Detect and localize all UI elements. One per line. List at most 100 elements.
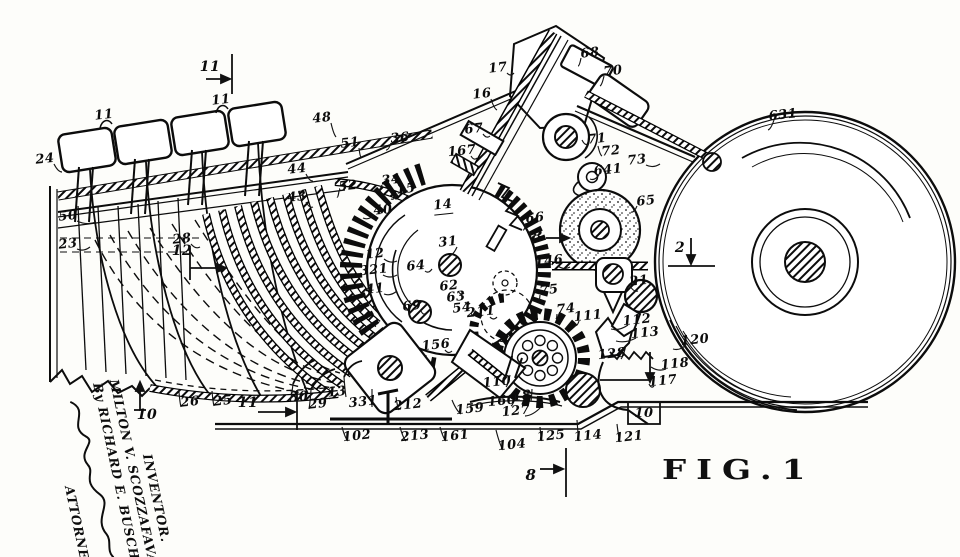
ref-label-17-19: 17 <box>487 59 509 77</box>
ref-label-66-30: 66 <box>524 209 546 227</box>
ref-label-64-47: 64 <box>405 257 427 275</box>
ref-label-110-55: 110 <box>481 373 513 392</box>
leader-121-75 <box>616 423 621 443</box>
ref-label-8-31: 8 <box>531 226 543 246</box>
leader-159-59 <box>451 399 462 415</box>
ref-label-8-77: 8 <box>525 466 537 485</box>
ref-label-631-29: 631 <box>767 106 799 125</box>
ref-label-11-4: 11 <box>210 91 232 109</box>
ref-label-44-9: 44 <box>286 160 308 178</box>
ref-label-321-45: 321 <box>358 261 390 280</box>
leader-63-50 <box>464 301 471 306</box>
leader-213-70 <box>399 426 407 442</box>
carriage-assembly <box>345 24 722 231</box>
leader-69-51 <box>420 310 427 315</box>
ref-label-111-37: 111 <box>572 307 604 326</box>
leader-25-66 <box>211 390 215 407</box>
leader-28-6 <box>190 243 201 249</box>
ref-label-213-70: 213 <box>399 427 431 446</box>
leader-72-25 <box>597 145 603 157</box>
leader-40-15 <box>362 214 375 220</box>
leader-117-42 <box>648 383 655 388</box>
ref-label-113-39: 113 <box>629 324 661 343</box>
ref-label-11-67: 11 <box>237 395 259 412</box>
leader-26-65 <box>178 391 182 408</box>
ref-label-73-26: 73 <box>626 151 648 169</box>
figure-title: FIG.1 <box>662 454 816 486</box>
ref-label-12-44: 12 <box>364 245 386 263</box>
ref-label-331-61: 331 <box>347 393 379 412</box>
ref-label-120-43: 120 <box>679 331 711 350</box>
leader-21-34 <box>629 285 639 292</box>
escapement-brackets <box>149 312 654 425</box>
ref-label-36-11: 36 <box>389 129 411 147</box>
ref-label-24-0: 24 <box>34 150 56 168</box>
leader-167-21 <box>470 155 478 160</box>
leader-160-56 <box>510 394 517 407</box>
leader-36-11 <box>385 142 392 151</box>
leader-34-12 <box>376 184 383 191</box>
leader-113-39 <box>615 337 637 343</box>
ref-label-67-20: 67 <box>463 120 485 138</box>
ref-label-50-1: 50 <box>57 207 79 225</box>
leader-111-37 <box>574 320 580 327</box>
leader-54-52 <box>470 312 476 317</box>
ref-label-68-22: 68 <box>579 44 601 62</box>
ref-label-30-64: 30 <box>288 388 310 406</box>
ref-label-104-72: 104 <box>496 436 528 455</box>
leader-30-64 <box>289 383 294 403</box>
ref-label-167-21: 167 <box>446 142 478 161</box>
leader-68-22 <box>577 57 582 67</box>
drive-wheel-group <box>552 162 659 338</box>
ref-label-29-63: 29 <box>307 395 329 413</box>
ref-label-13-62: 13 <box>326 383 348 401</box>
leader-29-63 <box>308 389 312 410</box>
typebar-fan <box>202 162 437 400</box>
leader-48-8 <box>330 122 337 138</box>
leader-110-55 <box>505 374 511 388</box>
ref-label-11-5: 11 <box>199 59 221 76</box>
platen-disc <box>653 110 957 414</box>
leader-43-14 <box>305 201 314 208</box>
ref-label-48-8: 48 <box>311 109 333 127</box>
leader-125-73 <box>539 426 543 442</box>
leader-120-43 <box>672 344 687 351</box>
base-bar <box>215 400 868 430</box>
leader-66-30 <box>522 222 527 231</box>
leader-212-60 <box>395 396 400 411</box>
leader-65-28 <box>630 205 638 213</box>
ref-label-65-28: 65 <box>635 192 657 210</box>
leader-127-58 <box>524 406 542 417</box>
leader-13-62 <box>343 376 347 398</box>
ref-label-75-35: 75 <box>538 281 560 299</box>
leader-18-57 <box>530 388 533 402</box>
ref-label-51-10: 51 <box>339 134 361 152</box>
leader-114-74 <box>576 419 580 442</box>
ref-label-125-73: 125 <box>535 427 567 446</box>
ref-label-117-42: 117 <box>647 372 679 391</box>
ref-label-641-27: 641 <box>592 161 624 180</box>
leader-71-24 <box>581 139 589 146</box>
leader-52-13 <box>336 190 340 198</box>
ref-label-11-3: 11 <box>93 106 115 124</box>
leader-23-2 <box>76 246 91 251</box>
leader-75-35 <box>538 294 541 301</box>
leader-44-9 <box>305 173 314 182</box>
keyboard-frame <box>49 129 433 398</box>
signature-block: INVENTOR. MILTON V. SCOZZAFAVA By RICHAR… <box>41 374 187 557</box>
leader-17-19 <box>506 72 515 76</box>
ref-label-161-71: 161 <box>439 427 471 446</box>
ref-label-118-41: 118 <box>659 355 691 374</box>
ref-label-128-40: 128 <box>596 345 628 364</box>
leader-24-0 <box>53 163 63 173</box>
leader-146-32 <box>557 265 571 270</box>
ref-label-23-2: 23 <box>57 235 79 253</box>
leader-128-40 <box>620 344 627 360</box>
ref-label-40-15: 40 <box>372 201 394 219</box>
ref-label-21-34: 21 <box>628 272 650 290</box>
leader-102-69 <box>341 426 349 442</box>
leader-118-41 <box>650 366 667 371</box>
